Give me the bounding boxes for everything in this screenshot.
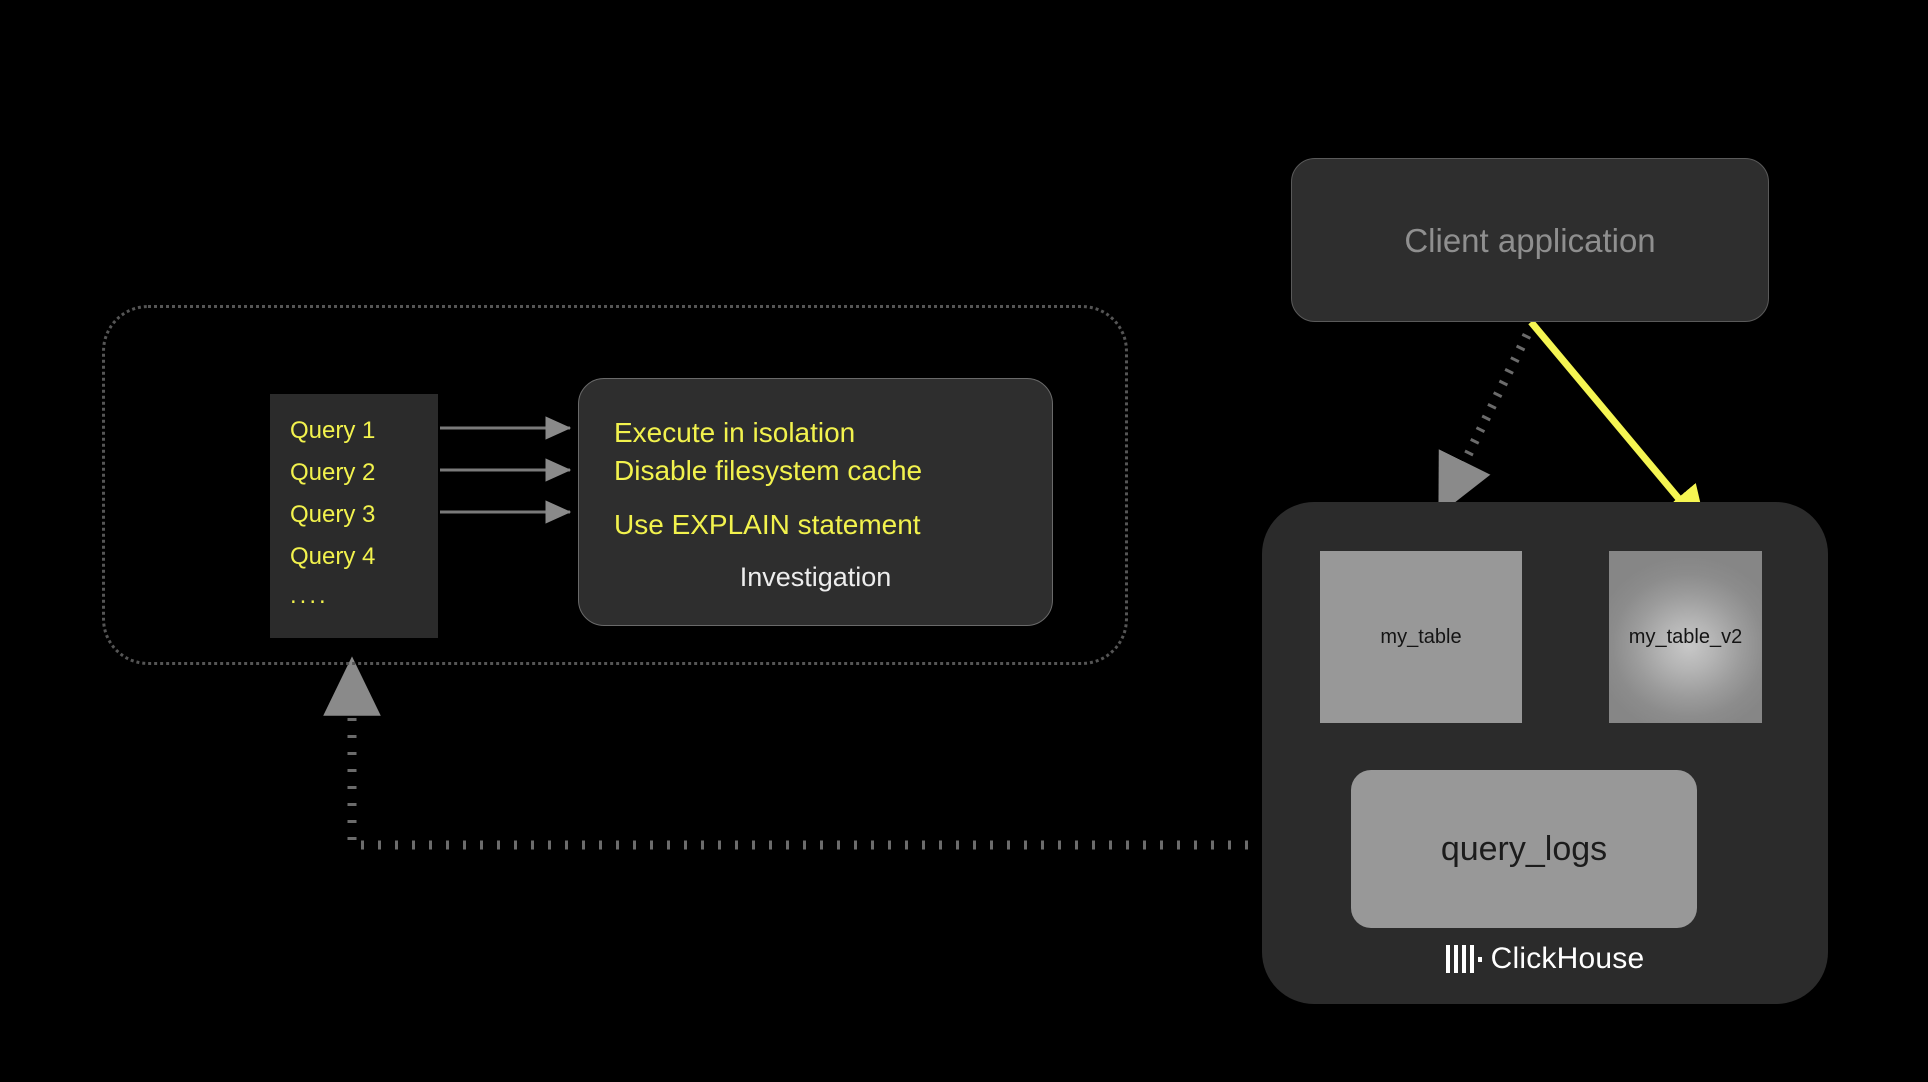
investigation-title: Investigation (739, 562, 892, 592)
table-my-table: my_table (1320, 551, 1522, 723)
clickhouse-bars-icon (1445, 945, 1482, 973)
table-query-logs: query_logs (1351, 770, 1697, 928)
investigation-tip-execute-in-isolation: Execute in isolation (614, 417, 856, 448)
connector-client-to-my-table (1435, 333, 1532, 516)
table-my-table-label: my_table (1380, 626, 1462, 648)
table-query-logs-label: query_logs (1440, 830, 1608, 868)
investigation-tip-disable-filesystem-cache: Disable filesystem cache (614, 455, 923, 486)
client-application-label: Client application (1404, 221, 1656, 259)
clickhouse-panel: my_table my_table_v2 query_logs ClickHou… (1262, 502, 1828, 1004)
query-list-item-2: Query 2 (290, 459, 376, 486)
query-list-item-more: .... (290, 582, 329, 609)
investigation-box: Execute in isolation Disable filesystem … (578, 378, 1053, 626)
connector-client-to-my-table-v2 (1528, 319, 1708, 533)
clickhouse-wordmark: ClickHouse (1490, 942, 1645, 975)
client-application-box: Client application (1291, 158, 1769, 322)
table-my-table-v2: my_table_v2 (1609, 551, 1762, 723)
connector-query-logs-to-query-list (323, 656, 1350, 850)
table-my-table-v2-label: my_table_v2 (1628, 626, 1743, 648)
investigation-tip-use-explain-statement: Use EXPLAIN statement (614, 509, 921, 540)
query-list-box: Query 1 Query 2 Query 3 Query 4 .... (270, 394, 438, 638)
clickhouse-logo: ClickHouse (1262, 944, 1828, 974)
query-list-item-4: Query 4 (290, 543, 376, 570)
query-list-item-3: Query 3 (290, 501, 376, 528)
investigation-group-container (102, 305, 1128, 665)
query-list-item-1: Query 1 (290, 417, 376, 444)
